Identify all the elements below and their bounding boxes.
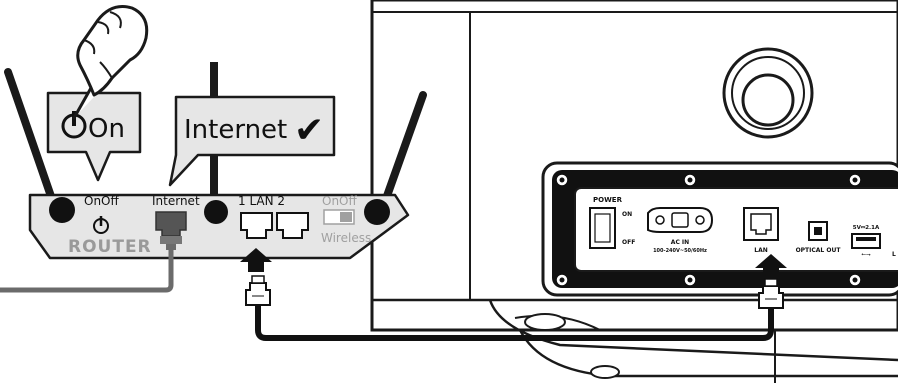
on-callout: On — [46, 91, 142, 182]
optical-out-port — [808, 221, 828, 241]
device-unit: POWER ON OFF AC IN 100-240V~50/60Hz LAN — [370, 0, 898, 383]
internet-cable — [0, 250, 174, 293]
antenna-base-middle — [204, 200, 228, 224]
router: OnOff ROUTER Internet 1 LAN 2 OnOff Wire… — [4, 62, 427, 260]
ethernet-plug-icon — [758, 278, 784, 309]
antenna-base-right — [364, 199, 390, 225]
router-brand-label: ROUTER — [68, 237, 152, 257]
usb-port — [851, 233, 881, 249]
internet-plug — [155, 211, 187, 250]
pointing-hand-icon — [72, 5, 149, 120]
wireless-onoff-label: OnOff — [322, 194, 357, 208]
wireless-switch — [323, 209, 355, 225]
power-off-label: OFF — [622, 239, 635, 246]
ethernet-plug-icon — [245, 275, 271, 306]
power-switch — [589, 207, 616, 249]
optical-out-label: OPTICAL OUT — [796, 247, 842, 254]
wireless-label: Wireless — [321, 231, 371, 245]
cut-label: L — [892, 251, 896, 258]
screw-icon — [555, 173, 862, 287]
usb-label: 5V⎓2.1A — [853, 225, 880, 231]
router-internet-label: Internet — [152, 194, 200, 208]
internet-callout-label: Internet — [184, 115, 287, 145]
power-label: POWER — [593, 196, 623, 204]
rj45-port-icon — [240, 212, 309, 239]
rear-panel: POWER ON OFF AC IN 100-240V~50/60Hz LAN — [541, 161, 898, 297]
device-lan-port — [743, 207, 779, 241]
arrow-up-icon — [755, 254, 787, 278]
internet-callout: Internet ✔ — [168, 95, 336, 187]
router-onoff-label: OnOff — [84, 194, 119, 208]
ac-in-socket — [647, 207, 714, 233]
power-icon — [93, 216, 109, 234]
volume-knob — [722, 47, 814, 139]
antenna-left — [4, 68, 58, 209]
arrow-up-icon — [240, 248, 272, 272]
antenna-right — [378, 91, 427, 214]
on-callout-label: On — [88, 114, 125, 144]
ethernet-cable — [255, 305, 774, 341]
power-on-label: ON — [622, 211, 632, 218]
checkmark-icon: ✔ — [294, 110, 324, 151]
ac-spec-label: 100-240V~50/60Hz — [653, 248, 707, 254]
ac-in-label: AC IN — [671, 239, 689, 246]
antenna-base-left — [49, 197, 75, 223]
device-lan-label: LAN — [754, 247, 768, 254]
router-lan-label: 1 LAN 2 — [238, 194, 285, 208]
usb-symbol: ⭠⭢ — [861, 251, 871, 258]
